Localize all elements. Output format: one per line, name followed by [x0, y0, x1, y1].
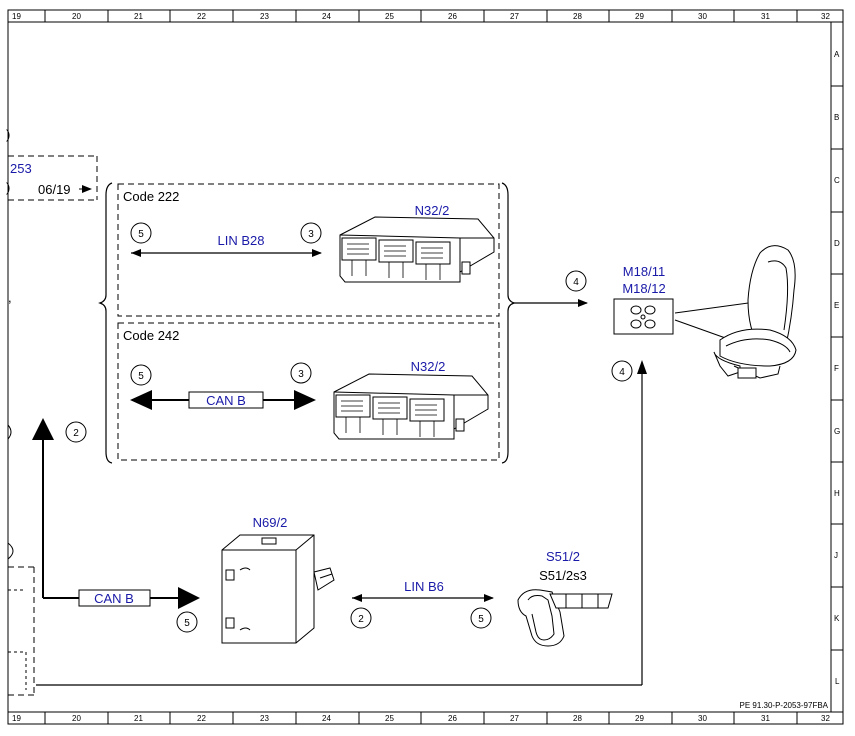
row-label: B [834, 113, 839, 122]
seat-switch: S51/2 S51/2s3 [517, 549, 613, 647]
pin-number: 5 [478, 614, 484, 625]
col-label: 24 [322, 714, 331, 723]
pin-number: 3 [298, 369, 304, 380]
pin-number: 2 [73, 428, 79, 439]
col-label: 32 [821, 12, 830, 21]
fan-icon [630, 305, 656, 329]
col-label: 29 [635, 714, 644, 723]
group-title: Code 242 [123, 328, 179, 343]
pin-number: 5 [138, 371, 144, 382]
col-label: 31 [761, 12, 770, 21]
bus-label-lin: LIN B6 [404, 579, 444, 594]
lin-b6-link: LIN B6 2 5 [350, 579, 494, 629]
offpage-fragments [7, 424, 35, 696]
offpage-tick: , [8, 290, 12, 305]
col-label: 26 [448, 12, 457, 21]
pin-number: 5 [184, 618, 190, 629]
pin-number: 4 [573, 277, 579, 288]
row-label: H [834, 489, 840, 498]
bus-label-can: CAN B [94, 591, 134, 606]
col-label: 28 [573, 714, 582, 723]
col-label: 22 [197, 12, 206, 21]
fan-supply-wire: 4 [36, 360, 647, 686]
col-label: 27 [510, 714, 519, 723]
can-b-link: CAN B 2 5 [32, 418, 200, 633]
col-label: 29 [635, 12, 644, 21]
group-code-222: Code 222 5 3 LIN B28 N32/2 [117, 183, 500, 317]
offpage-reference: 253 06/19 ) ) , [6, 127, 98, 305]
group-code-242: Code 242 5 3 CAN B N32/2 [117, 322, 500, 461]
fan-label-2: M18/12 [622, 281, 665, 296]
control-unit-icon [339, 216, 495, 283]
group-brace-left [98, 182, 113, 464]
bus-label-lin: LIN B28 [218, 233, 265, 248]
row-label: A [834, 50, 840, 59]
col-label: 30 [698, 714, 707, 723]
module-label: N69/2 [253, 515, 288, 530]
seat-icon [713, 245, 797, 379]
offpage-marker-mid: ) [6, 180, 10, 195]
offpage-date: 06/19 [38, 182, 71, 197]
col-label: 20 [72, 714, 81, 723]
row-label: C [834, 176, 840, 185]
pin-number: 2 [358, 614, 364, 625]
col-label: 23 [260, 714, 269, 723]
col-label: 20 [72, 12, 81, 21]
door-control-module: N69/2 [221, 515, 335, 644]
bus-label-can: CAN B [206, 393, 246, 408]
diagram-reference: PE 91.30-P-2053-97FBA [740, 701, 829, 710]
col-label: 27 [510, 12, 519, 21]
switch-sub-label: S51/2s3 [539, 568, 587, 583]
col-label: 28 [573, 12, 582, 21]
col-label: 30 [698, 12, 707, 21]
group-title: Code 222 [123, 189, 179, 204]
column-ticks [44, 10, 798, 724]
module-label: N32/2 [415, 203, 450, 218]
col-label: 19 [12, 714, 21, 723]
col-label: 19 [12, 12, 21, 21]
switch-label: S51/2 [546, 549, 580, 564]
fan-motor: M18/11 M18/12 [613, 264, 674, 335]
offpage-marker-top: ) [6, 127, 10, 142]
row-label: G [834, 427, 840, 436]
col-label: 26 [448, 714, 457, 723]
row-label: D [834, 239, 840, 248]
row-label: K [834, 614, 840, 623]
offpage-ref: 253 [10, 161, 32, 176]
pin-number: 5 [138, 229, 144, 240]
row-label: L [835, 677, 840, 686]
col-label: 24 [322, 12, 331, 21]
column-labels: 19 20 21 22 23 24 25 26 27 28 29 30 31 3… [12, 12, 830, 723]
pin-number: 3 [308, 229, 314, 240]
control-unit-icon [333, 373, 489, 440]
diagram-frame [7, 9, 844, 725]
row-label: J [834, 551, 838, 560]
row-label: E [834, 301, 839, 310]
module-label: N32/2 [411, 359, 446, 374]
row-labels: A B C D E F G H J K L [834, 50, 840, 686]
col-label: 25 [385, 714, 394, 723]
col-label: 31 [761, 714, 770, 723]
pin-number: 4 [619, 367, 625, 378]
group-brace-right [501, 182, 516, 464]
col-label: 22 [197, 714, 206, 723]
row-label: F [834, 364, 839, 373]
col-label: 23 [260, 12, 269, 21]
col-label: 32 [821, 714, 830, 723]
row-ticks [831, 85, 843, 651]
col-label: 21 [134, 12, 143, 21]
col-label: 25 [385, 12, 394, 21]
col-label: 21 [134, 714, 143, 723]
fan-label-1: M18/11 [623, 264, 665, 279]
